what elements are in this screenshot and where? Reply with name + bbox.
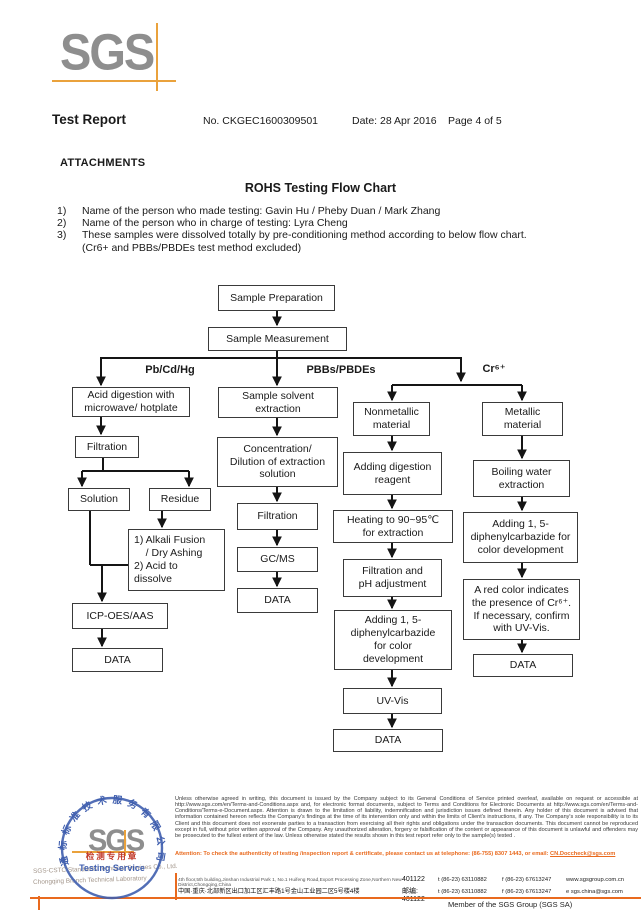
- node-icp-oes-aas: ICP-OES/AAS: [72, 603, 168, 629]
- sgs-logo: SGS: [60, 22, 155, 81]
- address-en: 4th floor,5th building,Jinshan Industria…: [178, 878, 402, 888]
- website: www.sgsgroup.com.cn: [566, 877, 624, 883]
- note-text: Name of the person who made testing: Gav…: [82, 205, 441, 217]
- node-filtration-1: Filtration: [75, 436, 139, 458]
- node-sample-solvent-extraction: Sample solvent extraction: [218, 387, 338, 418]
- address-row-en: 4th floor,5th building,Jinshan Industria…: [178, 876, 636, 888]
- address-row-cn: 中国·重庆·北部新区出口加工区汇丰路1号金山工业园二区5号楼4楼 邮编: 401…: [178, 886, 636, 903]
- note-number: 3): [57, 229, 67, 242]
- note-item: 1) Name of the person who made testing: …: [57, 205, 607, 217]
- note-text: These samples were dissolved totally by …: [82, 229, 527, 254]
- footer-tick: [38, 896, 40, 910]
- address-cn: 中国·重庆·北部新区出口加工区汇丰路1号金山工业园二区5号楼4楼: [178, 888, 360, 895]
- node-metallic-material: Metallic material: [482, 402, 563, 436]
- stamp-company-branch: Chongqing Branch Technical Laboratory: [33, 875, 147, 886]
- node-nonmetallic-material: Nonmetallic material: [353, 402, 430, 436]
- node-sample-preparation: Sample Preparation: [218, 285, 335, 311]
- branch-label-pbbs-pbdes: PBBs/PBDEs: [306, 364, 376, 376]
- node-residue: Residue: [149, 488, 211, 511]
- logo-crosshair-vertical: [156, 23, 158, 91]
- logo-crosshair-horizontal: [52, 80, 176, 82]
- email: e sgs.china@sgs.com: [566, 889, 623, 895]
- note-item: 2) Name of the person who in charge of t…: [57, 217, 607, 229]
- node-heating-extraction: Heating to 90~95℃ for extraction: [333, 510, 453, 543]
- attention-text: Attention: To check the authenticity of …: [175, 851, 551, 857]
- node-uv-vis: UV-Vis: [343, 688, 442, 714]
- node-gc-ms: GC/MS: [237, 547, 318, 572]
- node-data-2: DATA: [237, 588, 318, 613]
- report-date: Date: 28 Apr 2016: [352, 115, 437, 127]
- footer-logo-crosshair-vertical: [124, 830, 126, 856]
- node-data-3: DATA: [333, 729, 443, 752]
- member-line: Member of the SGS Group (SGS SA): [448, 900, 573, 909]
- legal-text: Unless otherwise agreed in writing, this…: [175, 796, 638, 839]
- node-diphenylcarbazide-2: Adding 1, 5- diphenylcarbazide for color…: [463, 512, 578, 563]
- stamp-company-name: SGS-CSTC Standards Technical Services Co…: [33, 862, 178, 875]
- postal-code: 401122: [402, 876, 425, 883]
- report-number: No. CKGEC1600309501: [203, 115, 318, 127]
- node-acid-digestion: Acid digestion with microwave/ hotplate: [72, 387, 190, 417]
- note-text: Name of the person who in charge of test…: [82, 217, 348, 230]
- branch-label-cr6: Cr⁶⁺: [482, 363, 506, 375]
- node-red-color-indicates: A red color indicates the presence of Cr…: [463, 579, 580, 640]
- footer-tick: [175, 873, 177, 900]
- footer-rule: [30, 897, 641, 899]
- node-data-4: DATA: [473, 654, 573, 677]
- doccheck-email: CN.Doccheck@sgs.com: [550, 851, 616, 857]
- fax: f (86-23) 67613247: [502, 877, 552, 883]
- flowchart-title: ROHS Testing Flow Chart: [244, 181, 397, 195]
- attention-note: Attention: To check the authenticity of …: [175, 851, 638, 858]
- node-alkali-fusion: 1) Alkali Fusion / Dry Ashing 2) Acid to…: [128, 529, 225, 591]
- report-title: Test Report: [52, 112, 127, 127]
- note-number: 2): [57, 217, 67, 230]
- node-adding-digestion-reagent: Adding digestion reagent: [343, 452, 442, 495]
- notes-list: 1) Name of the person who made testing: …: [57, 205, 607, 254]
- node-sample-measurement: Sample Measurement: [208, 327, 347, 351]
- node-filtration-ph: Filtration and pH adjustment: [343, 559, 442, 597]
- telephone: t (86-23) 63110882: [438, 889, 487, 895]
- node-concentration-dilution: Concentration/ Dilution of extraction so…: [217, 437, 338, 487]
- attachments-heading: ATTACHMENTS: [60, 157, 146, 169]
- branch-label-pb-cd-hg: Pb/Cd/Hg: [145, 364, 195, 376]
- node-data-1: DATA: [72, 648, 163, 672]
- node-diphenylcarbazide-1: Adding 1, 5- diphenylcarbazide for color…: [334, 610, 452, 670]
- node-solution: Solution: [68, 488, 130, 511]
- telephone: t (86-23) 63110882: [438, 877, 487, 883]
- page-number: Page 4 of 5: [448, 115, 502, 127]
- fax: f (86-23) 67613247: [502, 889, 552, 895]
- postal-code-cn: 邮编: 401122: [402, 888, 425, 903]
- note-item: 3) These samples were dissolved totally …: [57, 229, 607, 253]
- node-filtration-2: Filtration: [237, 503, 318, 530]
- node-boiling-water-extraction: Boiling water extraction: [473, 460, 570, 497]
- note-number: 1): [57, 205, 67, 217]
